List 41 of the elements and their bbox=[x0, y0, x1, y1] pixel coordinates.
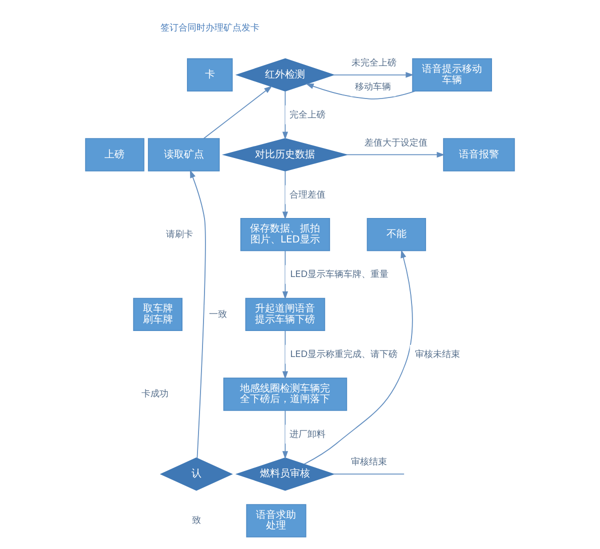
node-box: 保存数据、抓拍图片、LED显示 bbox=[240, 218, 330, 252]
connector bbox=[333, 474, 405, 475]
node-diamond: 对比历史数据 bbox=[222, 138, 348, 172]
node-box: 读取矿点 bbox=[148, 138, 220, 172]
node-box: 不能 bbox=[366, 218, 426, 252]
edge-label: 移动车辆 bbox=[355, 82, 392, 93]
label: 卡成功 bbox=[142, 390, 169, 400]
arrow bbox=[306, 83, 416, 100]
node-box: 上磅 bbox=[85, 138, 144, 172]
arrow bbox=[282, 90, 288, 140]
edge-label: 审核未结束 bbox=[414, 350, 460, 360]
arrow bbox=[282, 250, 288, 300]
label: 请刷卡 bbox=[166, 230, 193, 240]
edge-label: 一致 bbox=[208, 310, 227, 320]
edge-label: LED显示车辆车牌、重量 bbox=[290, 270, 389, 280]
label: 致 bbox=[192, 516, 201, 526]
node-box: 语音报警 bbox=[443, 138, 515, 172]
node-box: 语音提示移动车辆 bbox=[412, 58, 492, 92]
arrow bbox=[282, 330, 288, 380]
edge-label: 审核结束 bbox=[350, 458, 387, 468]
node-box: 卡 bbox=[186, 58, 233, 92]
label: 签订合同时办理矿点发卡 bbox=[160, 23, 260, 34]
arrow bbox=[282, 170, 288, 220]
edge-label: 合理差值 bbox=[290, 190, 326, 200]
node-box: 取车牌刷车牌 bbox=[133, 298, 182, 332]
arrow bbox=[346, 152, 445, 158]
edge-label: LED显示称重完成、请下磅 bbox=[290, 350, 398, 360]
node-box: 地感线圈检测车辆完全下磅后，道闸落下 bbox=[223, 378, 348, 411]
arrow bbox=[333, 72, 414, 78]
edge-label: 未完全上磅 bbox=[352, 58, 397, 68]
node-diamond: 认 bbox=[160, 457, 233, 491]
arrow bbox=[304, 250, 413, 465]
arrow bbox=[190, 170, 206, 459]
node-diamond: 燃料员审核 bbox=[235, 457, 336, 491]
node-box: 语音求助处理 bbox=[246, 504, 306, 538]
arrow bbox=[203, 86, 272, 139]
edge-label: 完全上磅 bbox=[290, 110, 326, 121]
node-box: 升起道闸语音提示车辆下磅 bbox=[245, 298, 326, 332]
edge-label: 进厂卸料 bbox=[290, 430, 326, 440]
arrow bbox=[282, 410, 288, 460]
edge-label: 差值大于设定值 bbox=[364, 138, 428, 148]
